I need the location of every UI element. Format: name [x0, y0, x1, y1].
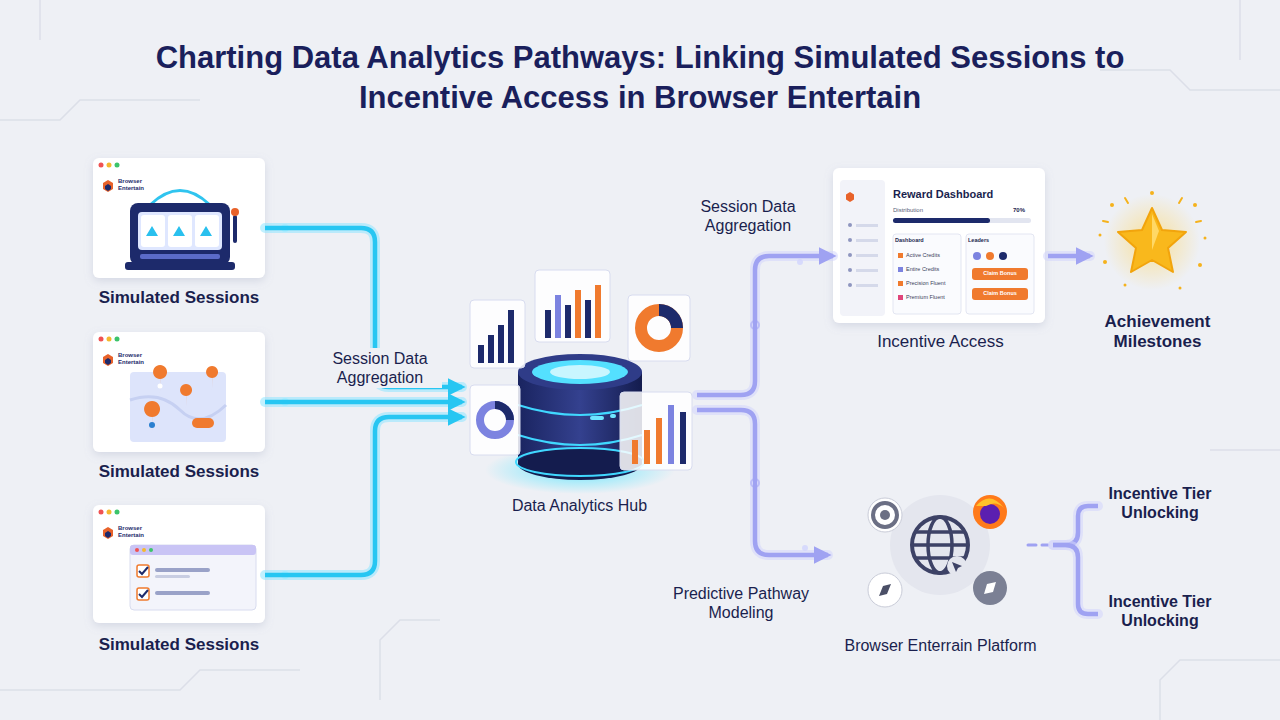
- node-text: Simulated Sessions: [81, 635, 277, 655]
- browser-platform-illustration: [868, 495, 1048, 607]
- flow-connector: [697, 256, 833, 395]
- node-text: Incentive Access: [833, 332, 1048, 352]
- diagram-title: Charting Data Analytics Pathways: Linkin…: [140, 38, 1140, 119]
- node-text: Simulated Sessions: [81, 462, 277, 482]
- node-heading: Incentive Tier Unlocking: [1098, 592, 1222, 630]
- connector-glow: [1053, 506, 1098, 545]
- node-text: Precision Fluent: [906, 280, 966, 287]
- node-text: Distribution: [893, 207, 983, 214]
- node-heading: Browser Entertain: [118, 178, 168, 192]
- incentive-tier-node: Incentive Tier Unlocking: [1098, 484, 1222, 528]
- session-card: [93, 158, 265, 278]
- connector-glow: [697, 256, 833, 395]
- session-card-node: Browser EntertainSimulated Sessions: [93, 505, 265, 660]
- reward-dashboard-node: Reward DashboardDistribution 70% Dashboard…: [833, 168, 1048, 358]
- session-card: [93, 332, 265, 452]
- node-text: Simulated Sessions: [81, 288, 277, 308]
- connector-glow: [697, 410, 828, 555]
- node-heading: Incentive Tier Unlocking: [1098, 484, 1222, 522]
- flow-connector: [1053, 545, 1098, 614]
- node-text: Leaders: [968, 237, 1028, 244]
- analytics-hub-node: Data Analytics Hub: [462, 268, 697, 530]
- connector-glow: [1053, 545, 1098, 614]
- node-heading: Browser Entertain: [118, 525, 168, 539]
- incentive-tier-node: Incentive Tier Unlocking: [1098, 592, 1222, 636]
- reward-dashboard: [833, 168, 1045, 323]
- flow-connector: [697, 410, 828, 555]
- node-text: Entire Credits: [906, 266, 966, 273]
- node-text: Active Credits: [906, 252, 966, 259]
- analytics-hub-illustration: [470, 270, 692, 494]
- node-text: 70%: [1013, 207, 1043, 214]
- node-text: Claim Bonus: [972, 270, 1028, 277]
- node-heading: Browser Entertain: [118, 352, 168, 366]
- flow-connector: [1048, 254, 1090, 259]
- node-heading: Browser Enterrain Platform: [813, 636, 1068, 655]
- flow-connector: [1053, 506, 1098, 545]
- node-text: Claim Bonus: [972, 290, 1028, 297]
- browser-platform-node: Browser Enterrain Platform: [828, 490, 1053, 660]
- edge-label: Predictive Pathway Modeling: [648, 583, 834, 623]
- session-card: [93, 505, 265, 623]
- achievement-node: Achievement Milestones: [1090, 190, 1225, 360]
- edge-label: Session Data Aggregation: [680, 196, 816, 236]
- edge-label: Session Data Aggregation: [318, 348, 442, 388]
- flow-connector: [265, 417, 462, 575]
- flow-connector: [265, 400, 462, 405]
- connector-glow: [265, 417, 462, 575]
- node-text: Premium Fluent: [906, 294, 966, 301]
- achievement-star: [1099, 191, 1207, 290]
- node-text: Dashboard: [895, 237, 955, 244]
- node-heading: Achievement Milestones: [1090, 312, 1225, 353]
- connector-glow: [265, 397, 462, 407]
- session-card-node: Browser EntertainSimulated Sessions: [93, 332, 265, 487]
- node-heading: Reward Dashboard: [893, 188, 1033, 201]
- node-heading: Data Analytics Hub: [462, 496, 697, 515]
- session-card-node: Browser EntertainSimulated Sessions: [93, 158, 265, 313]
- connector-glow: [1048, 251, 1090, 261]
